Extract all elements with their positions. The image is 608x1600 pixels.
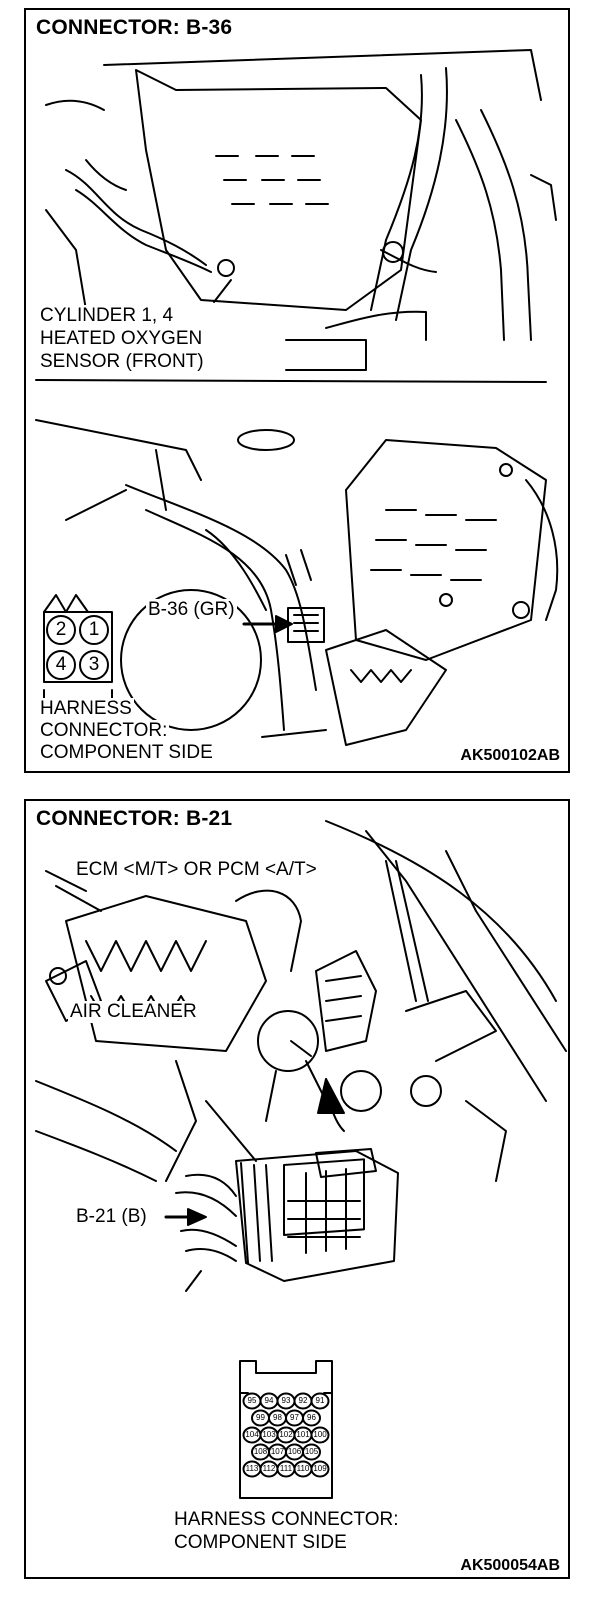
engine-bay-illustration-b21: [35, 820, 567, 1499]
pin-number: 1: [88, 619, 100, 640]
ecm-label: ECM <M/T> OR PCM <A/T>: [74, 859, 319, 881]
harness-label-line1: HARNESS: [38, 698, 134, 720]
connector-callout: B-21 (B): [74, 1206, 149, 1228]
pin-number: 113: [245, 1464, 259, 1473]
harness-label-line2: CONNECTOR:: [38, 720, 170, 742]
sensor-label-line2: HEATED OXYGEN: [38, 328, 205, 350]
connector-b36-panel: CONNECTOR: B-36 CYLINDER 1, 4 HEATED OXY…: [24, 8, 570, 773]
pin-number: 2: [55, 619, 67, 640]
pin-grid: [242, 1392, 330, 1478]
pin-number: 101: [296, 1430, 310, 1439]
pin-number: 97: [290, 1413, 299, 1422]
pin-number: 95: [247, 1396, 257, 1405]
figure-id: AK500054AB: [460, 1557, 560, 1574]
pin-number: 99: [256, 1413, 265, 1422]
pin-number: 110: [296, 1464, 310, 1473]
harness-label-line1: HARNESS CONNECTOR:: [172, 1509, 401, 1531]
harness-label-line2: COMPONENT SIDE: [172, 1532, 349, 1554]
pin-number: 91: [315, 1396, 325, 1405]
connector-b21-panel: CONNECTOR: B-21 ECM <M/T> OR PCM <A/T> A…: [24, 799, 570, 1579]
figure-id: AK500102AB: [460, 747, 560, 764]
panel-title: CONNECTOR: B-36: [36, 16, 233, 39]
pin-outline: [310, 1392, 330, 1410]
pin-outline: [310, 1426, 330, 1444]
sensor-label-line1: CYLINDER 1, 4: [38, 305, 176, 327]
pin-outline: [302, 1409, 321, 1427]
pin-number: 96: [307, 1413, 316, 1422]
pin-number: 3: [88, 654, 100, 675]
pin-number: 102: [279, 1430, 293, 1439]
pin-number: 104: [245, 1430, 259, 1439]
pin-number: 100: [313, 1430, 327, 1439]
sensor-label-line3: SENSOR (FRONT): [38, 351, 206, 373]
pin-outline: [302, 1443, 321, 1461]
connector-callout: B-36 (GR): [146, 599, 237, 621]
pin-number: 108: [253, 1447, 268, 1456]
pin-number: 107: [270, 1447, 285, 1456]
pin-number: 106: [287, 1447, 302, 1456]
pin-number: 93: [281, 1396, 291, 1405]
panel-title: CONNECTOR: B-21: [36, 807, 233, 830]
pin-outline: [310, 1460, 330, 1478]
engine-bay-illustration-b36: [35, 49, 559, 746]
pin-number: 105: [304, 1447, 319, 1456]
harness-label-line3: COMPONENT SIDE: [38, 742, 215, 764]
pin-number: 94: [264, 1396, 274, 1405]
pin-number: 112: [262, 1464, 276, 1473]
pin-number: 98: [273, 1413, 282, 1422]
pin-number: 92: [298, 1396, 308, 1405]
pin-number: 4: [55, 654, 67, 675]
air-cleaner-label: AIR CLEANER: [68, 1001, 199, 1023]
pin-number: 111: [279, 1464, 293, 1473]
pin-number: 103: [262, 1430, 276, 1439]
pin-number: 109: [313, 1464, 327, 1473]
